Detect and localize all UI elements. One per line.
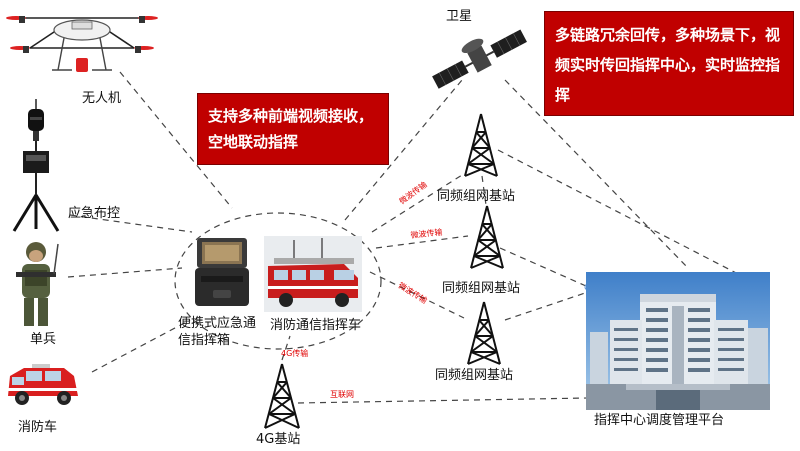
lte-transmission-label: 4G传输	[281, 349, 309, 358]
command-center-label: 指挥中心调度管理平台	[594, 413, 725, 428]
satellite-label: 卫星	[446, 9, 473, 24]
link-4g-center	[297, 397, 589, 404]
soldier-icon	[16, 242, 59, 326]
portable-box-icon	[195, 238, 249, 306]
multi-link-callout: 多链路冗余回传，多种场景下，视频实时传回指挥中心，实时监控指挥	[544, 11, 794, 116]
link-bs1-bs2	[481, 175, 487, 206]
link-bs2-center	[499, 247, 587, 287]
base-station-1-icon	[464, 113, 498, 177]
field-hub-ellipse	[174, 212, 382, 350]
link-drone-hub	[119, 71, 233, 209]
link-bs3-center	[504, 291, 589, 321]
command-center-building-icon	[586, 272, 770, 410]
command-vehicle-icon	[264, 236, 362, 312]
link-deploy-hub	[69, 214, 193, 233]
base-station-2-label: 同频组网基站	[442, 281, 521, 296]
base-station-3-icon	[467, 301, 501, 365]
drone-label: 无人机	[82, 91, 122, 106]
command-vehicle-label: 消防通信指挥车	[270, 318, 362, 333]
satellite-icon	[432, 29, 527, 89]
fire-truck-label: 消防车	[18, 420, 58, 435]
base-station-4g-label: 4G基站	[256, 432, 301, 447]
link-hub-satellite	[344, 79, 463, 221]
drone-icon	[6, 16, 158, 72]
soldier-label: 单兵	[30, 332, 57, 347]
base-station-2-icon	[470, 205, 504, 269]
portable-box-label: 便携式应急通信指挥箱	[178, 316, 257, 348]
front-end-callout: 支持多种前端视频接收，空地联动指挥	[197, 93, 389, 165]
base-station-1-label: 同频组网基站	[437, 189, 516, 204]
base-station-3-label: 同频组网基站	[435, 368, 514, 383]
link-bs1-center	[497, 149, 743, 277]
link-hub-bs1	[371, 174, 463, 233]
link-hub-bs2	[375, 235, 469, 249]
tripod-camera-icon	[12, 99, 60, 232]
base-station-4g-icon	[264, 363, 300, 429]
internet-label: 互联网	[330, 390, 354, 399]
deploy-label: 应急布控	[68, 206, 121, 221]
fire-truck-icon	[8, 364, 78, 405]
link-4g-hub	[281, 335, 291, 361]
link-soldier-hub	[67, 267, 183, 278]
link-firetruck-hub	[91, 319, 191, 373]
